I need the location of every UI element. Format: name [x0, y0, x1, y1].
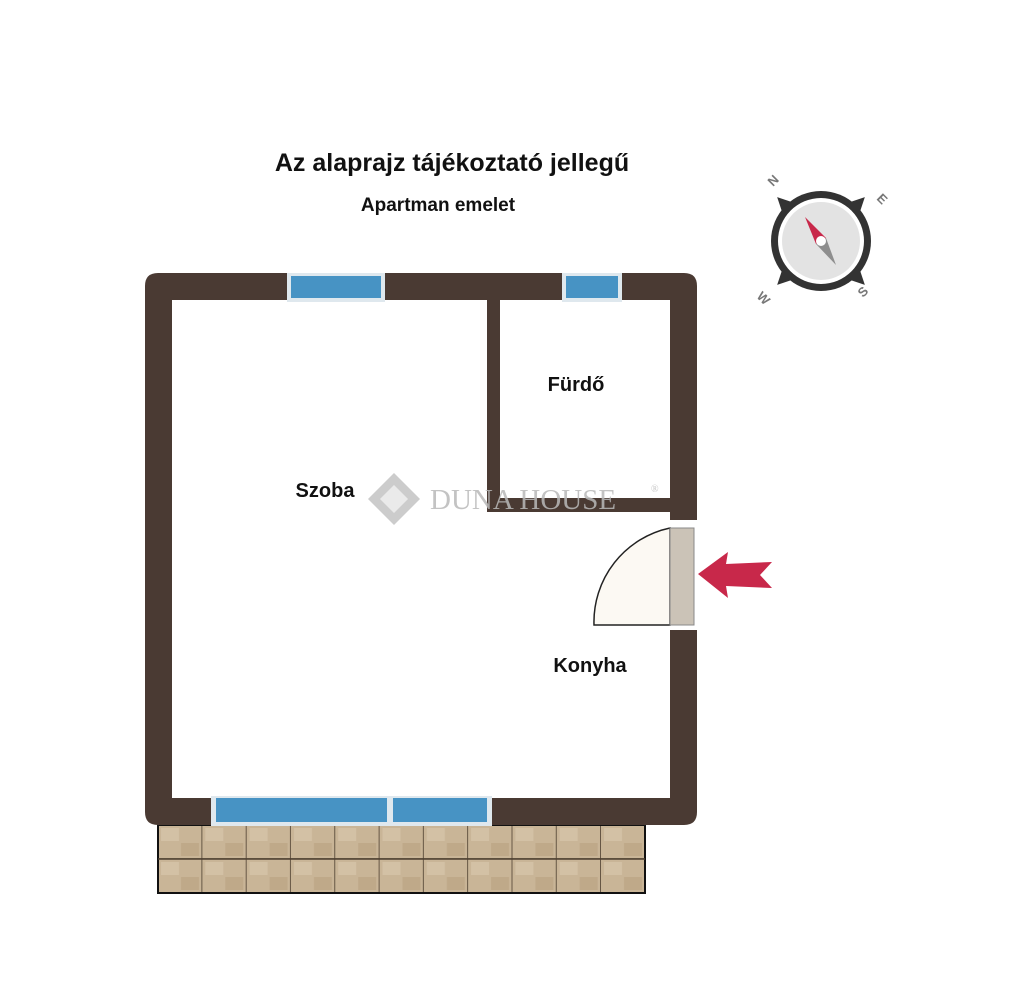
plan-title: Az alaprajz tájékoztató jellegű [275, 149, 629, 177]
room-label-kitchen: Konyha [553, 655, 627, 677]
duna-house-watermark: DUNA HOUSE ® [368, 473, 659, 525]
plan-subtitle: Apartman emelet [361, 195, 516, 216]
watermark-mark: ® [651, 484, 659, 495]
compass-icon: N E S W [754, 172, 891, 309]
compass-w: W [754, 289, 774, 309]
walls [145, 273, 697, 825]
compass-e: E [874, 191, 891, 208]
compass-s: S [855, 283, 872, 300]
entrance-arrow-icon [698, 552, 772, 598]
entrance-door [593, 520, 697, 630]
windows [211, 273, 622, 826]
room-label-bath: Fürdő [548, 374, 605, 396]
compass-n: N [765, 172, 782, 189]
room-label-room: Szoba [296, 480, 356, 502]
watermark-text: DUNA HOUSE [430, 484, 616, 516]
